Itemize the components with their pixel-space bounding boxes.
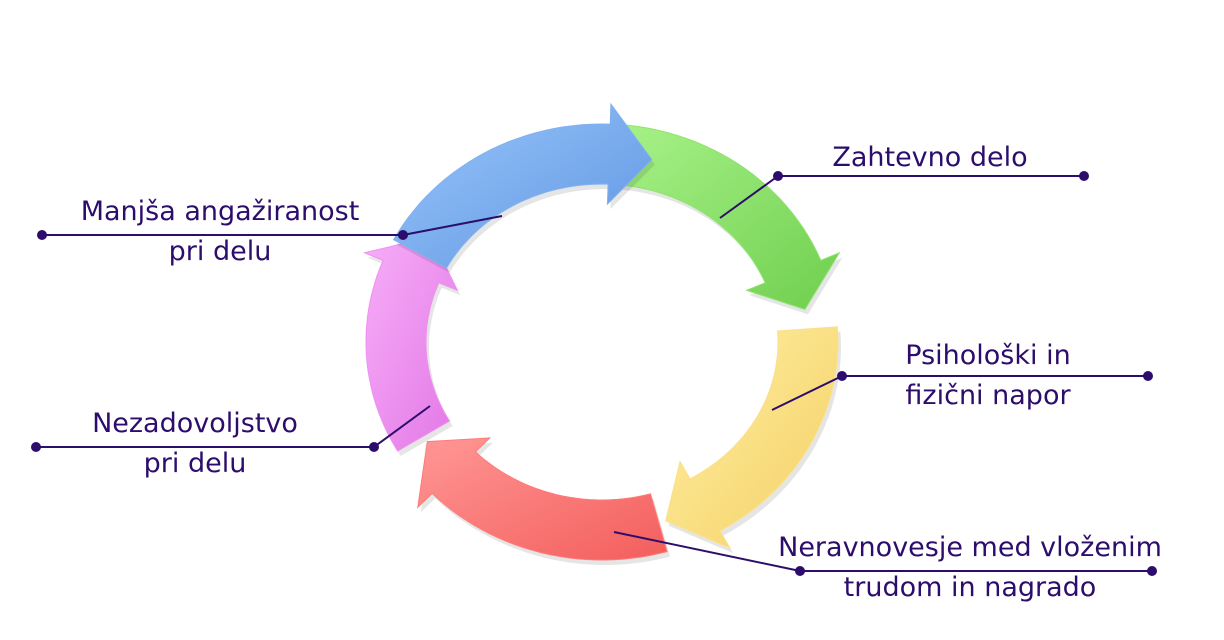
label-line: trudom in nagrado (843, 572, 1097, 603)
leader-segment (719, 175, 779, 219)
leader-dot (1147, 566, 1157, 576)
label-zahtevno-delo: Zahtevno delo (800, 138, 1060, 178)
leader-zahtevno-delo (719, 171, 1089, 219)
arrow-green (607, 123, 841, 310)
label-psiholoski-napor: Psihološki in fizični napor (858, 336, 1118, 416)
leader-segment (402, 215, 503, 236)
label-line: Neravnovesje med vloženim (778, 532, 1162, 563)
leader-dot (1079, 171, 1089, 181)
cycle-arrows (362, 102, 843, 565)
leader-lines (31, 171, 1157, 576)
leader-dot (369, 442, 379, 452)
arrow-yellow (665, 326, 839, 550)
arrow-blue (392, 102, 653, 269)
leader-psiholoski-napor (771, 371, 1153, 411)
leader-manjsa-angaziranost (37, 215, 503, 240)
leader-dot (37, 230, 47, 240)
label-nezadovoljstvo: Nezadovoljstvo pri delu (60, 404, 330, 484)
leader-dot (795, 566, 805, 576)
label-line: pri delu (168, 236, 272, 267)
leader-neravnovesje (613, 531, 1157, 576)
label-line: pri delu (143, 448, 247, 479)
label-line: fizični napor (905, 380, 1071, 411)
leader-nezadovoljstvo (31, 405, 431, 452)
leader-dot (1143, 371, 1153, 381)
label-line: Psihološki in (905, 340, 1071, 371)
leader-dot (773, 171, 783, 181)
label-neravnovesje: Neravnovesje med vloženim trudom in nagr… (755, 528, 1185, 608)
arrow-red (417, 437, 668, 561)
leader-segment (373, 405, 431, 448)
leader-dot (837, 371, 847, 381)
label-line: Zahtevno delo (832, 142, 1028, 173)
label-manjsa-angaziranost: Manjša angažiranost pri delu (40, 192, 400, 272)
leader-dot (398, 230, 408, 240)
leader-dot (31, 442, 41, 452)
leader-segment (613, 531, 801, 572)
leader-segment (771, 375, 843, 411)
label-line: Nezadovoljstvo (92, 408, 298, 439)
label-line: Manjša angažiranost (80, 196, 360, 227)
